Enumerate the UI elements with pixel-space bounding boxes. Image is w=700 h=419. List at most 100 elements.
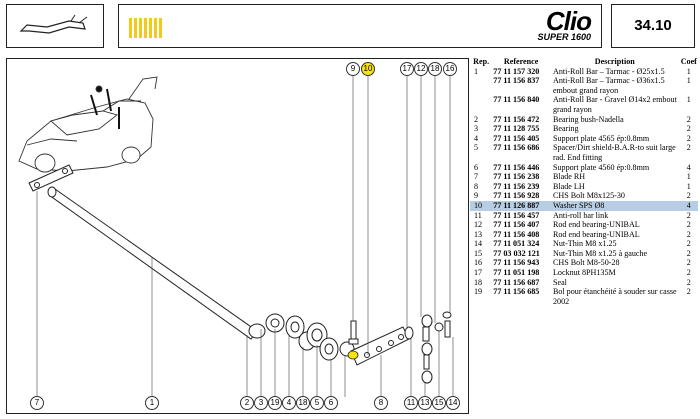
car-illustration-icon [18,76,158,173]
brand-subtitle: SUPER 1600 [537,32,591,42]
callout-14[interactable]: 14 [446,396,460,410]
cell-coef: 2 [686,287,691,297]
callout-6[interactable]: 6 [324,396,338,410]
cell-rep: 18 [474,277,483,287]
cell-rep: 9 [474,191,479,201]
cell-coef: 2 [686,210,691,220]
cell-ref: 77 11 156 687 [493,277,540,287]
table-row[interactable]: 14 77 11 051 324 Nut-Thin M8 x1.25 2 [470,239,698,249]
cell-coef: 2 [686,133,691,143]
cell-ref: 77 11 051 198 [493,268,540,278]
cell-desc: Blade LH [552,181,585,191]
cell-rep: 19 [474,287,483,297]
table-row[interactable]: 19 77 11 156 685 Bol pour étanchéité à sou… [470,287,698,306]
cell-ref: 77 03 032 121 [493,248,540,258]
callout-16[interactable]: 16 [443,62,457,76]
cell-desc: Bearing bush-Nadella [552,114,624,124]
cell-ref: 77 11 051 324 [493,239,540,249]
bolt-part [348,320,359,345]
cell-rep: 16 [474,258,483,268]
cell-rep: 12 [474,220,483,230]
cell-rep [470,76,492,95]
cell-desc: Support plate 4560 ép:0.8mm [552,162,650,172]
callout-19[interactable]: 19 [268,396,282,410]
cell-rep: 2 [474,114,479,124]
cell-desc: Bol pour étanchéité à souder sur casse 2… [552,287,677,306]
callout-13[interactable]: 13 [418,396,432,410]
cell-rep: 8 [474,181,479,191]
cell-coef: 2 [686,114,691,124]
callout-8[interactable]: 8 [374,396,388,410]
cell-rep: 13 [474,229,483,239]
anti-roll-bar-part [47,186,258,340]
cell-desc: Rod end bearing-UNIBAL [552,220,640,230]
callout-4[interactable]: 4 [282,396,296,410]
callout-9[interactable]: 9 [346,62,360,76]
callout-11[interactable]: 11 [404,396,418,410]
callout-7[interactable]: 7 [30,396,44,410]
cell-desc: Anti-Roll Bar – Tarmac - Ø36x1.5 embout … [552,76,665,95]
cell-ref: 77 11 156 686 [493,143,540,153]
callout-3[interactable]: 3 [254,396,268,410]
callout-18-top[interactable]: 18 [428,62,442,76]
cell-coef: 1 [686,76,691,86]
cell-rep: 6 [474,162,479,172]
cell-desc: Nut-Thin M8 x1.25 [552,239,617,249]
blade-lh-part [350,326,410,366]
brand-stripes-icon [129,18,163,38]
cell-coef: 2 [686,229,691,239]
cell-ref: 77 11 156 943 [493,258,540,268]
cell-ref: 77 11 156 685 [493,287,540,297]
cell-coef: 2 [686,268,691,278]
callout-12[interactable]: 12 [414,62,428,76]
cell-desc: Bearing [552,124,579,134]
cell-rep: 4 [474,133,479,143]
bearing-stack-parts [248,313,355,361]
cell-ref: 77 11 126 887 [492,200,550,211]
blade-rh-part [28,164,74,192]
callout-1[interactable]: 1 [145,396,159,410]
washer-highlight-mark [347,350,359,360]
cell-coef: 4 [679,200,698,211]
anti-roll-bar-link-part [404,311,452,384]
cell-coef: 1 [686,66,691,76]
parts-drawing [18,75,454,405]
cell-desc: Nut-Thin M8 x1.25 à gauche [552,248,648,258]
callout-10-highlighted[interactable]: 10 [361,62,375,76]
cell-coef: 2 [686,239,691,249]
callout-17[interactable]: 17 [400,62,414,76]
cell-desc: Anti-roll bar link [552,210,609,220]
callout-2[interactable]: 2 [240,396,254,410]
callout-5[interactable]: 5 [310,396,324,410]
page-number-box: 34.10 [611,4,695,48]
callout-15[interactable]: 15 [432,396,446,410]
cell-rep: 14 [474,239,483,249]
cell-coef: 1 [686,172,691,182]
header-thumbnail-box [6,4,104,48]
cell-ref: 77 11 128 755 [493,124,540,134]
cell-desc: CHS Bolt M8x125-30 [552,191,625,201]
callout-18-bottom[interactable]: 18 [296,396,310,410]
cell-coef: 2 [686,191,691,201]
